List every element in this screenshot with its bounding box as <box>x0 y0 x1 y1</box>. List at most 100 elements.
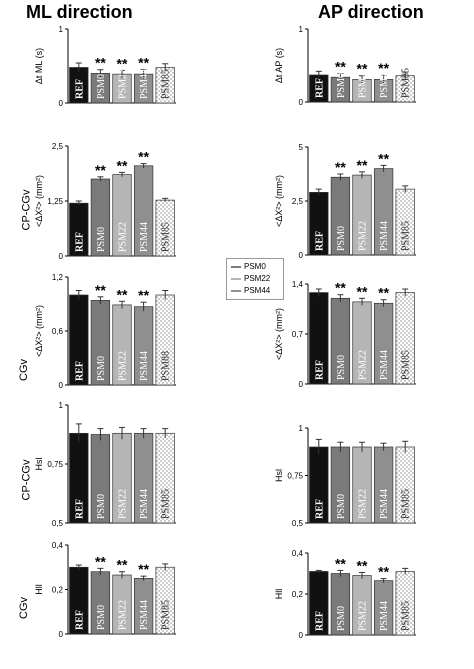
ml-row2-y-label: <ΔX²> (mm²) <box>34 305 44 357</box>
ml-row3-bar-label: PSM22 <box>118 489 129 519</box>
ml-row1-significance-marker: ** <box>138 149 149 165</box>
ml-row2-bar-label: REF <box>74 361 85 381</box>
ap-row0-bar-label: PSM0 <box>336 73 347 98</box>
ml-row2-significance-marker: ** <box>95 282 106 298</box>
ap-row4-bar-label: PSM44 <box>379 601 390 631</box>
ap-row4-significance-marker: ** <box>378 564 389 580</box>
ap-row2-y-label: <ΔX²> (mm²) <box>274 308 284 360</box>
ml-row0-y-tick-label: 0 <box>59 99 64 108</box>
ml-row1-bar-label: PSM0 <box>96 227 107 252</box>
legend-swatch <box>231 277 241 280</box>
ml-row3-y-tick-label: 0,5 <box>52 519 64 528</box>
ap-row1-significance-marker: ** <box>335 159 346 175</box>
ml-row3-bar-label: PSM0 <box>96 494 107 519</box>
ap-row4-y-tick-label: 0,2 <box>292 590 304 599</box>
ml-row2-significance-marker: ** <box>117 286 128 302</box>
ap-row4-bar-label: REF <box>314 611 325 631</box>
ap-direction-title: AP direction <box>318 2 424 22</box>
ap-row1-bar-label: PSM22 <box>358 221 369 251</box>
ml-row4-y-tick-label: 0,4 <box>52 541 64 550</box>
ml-row4-bar-label: PSM0 <box>96 605 107 630</box>
ap-row0-significance-marker: ** <box>378 60 389 76</box>
ml-row3-bar-label: PSM85 <box>161 489 172 519</box>
ml-row0-significance-marker: ** <box>117 55 128 71</box>
ap-row0-bar-label: PSM22 <box>358 68 369 98</box>
ap-row2-significance-marker: ** <box>335 280 346 296</box>
ap-row2-significance-marker: ** <box>378 285 389 301</box>
ap-row2-bar-label: REF <box>314 360 325 380</box>
ap-row0-y-tick-label: 0 <box>299 98 304 107</box>
ml-row0-y-label: Δt ML (s) <box>34 48 44 84</box>
ml-row3-bar-label: REF <box>74 499 85 519</box>
ap-row1-y-tick-label: 2,5 <box>292 197 304 206</box>
ap-row1-bar-label: PSM0 <box>336 226 347 251</box>
legend-item-psm44: PSM44 <box>231 286 270 295</box>
ap-row4-bar-label: PSM85 <box>401 601 412 631</box>
ap-row4-significance-marker: ** <box>335 555 346 571</box>
ml-row4-bar-label: PSM22 <box>118 600 129 630</box>
ml-row1-y-tick-label: 2,5 <box>52 142 64 151</box>
ap-row0-y-tick-label: 1 <box>299 25 304 34</box>
ml-row2-bar-label: PSM44 <box>139 351 150 381</box>
ap-row4-y-tick-label: 0,4 <box>292 549 304 558</box>
ml-row4-bar-label: REF <box>74 610 85 630</box>
ml-row0-bar-label: REF <box>74 79 85 99</box>
ml-row0-bar-label: PSM44 <box>139 69 150 99</box>
ml-row2-significance-marker: ** <box>138 287 149 303</box>
ml-row4-significance-marker: ** <box>95 553 106 569</box>
ap-row4-bar-label: PSM22 <box>358 601 369 631</box>
ml-row1-y-tick-label: 1,25 <box>47 197 63 206</box>
ml-row0-y-tick-label: 1 <box>59 25 64 34</box>
ap-row0-bar-label: PSM85 <box>401 68 412 98</box>
ap-row0-bar-label: REF <box>314 78 325 98</box>
ap-row1-bar-label: PSM44 <box>379 221 390 251</box>
ml-row4-y-label: Hll <box>34 584 44 595</box>
ap-row1-bar-label: REF <box>314 231 325 251</box>
ml-row2-bar-label: PSM22 <box>118 351 129 381</box>
ap-row3-bar-label: PSM85 <box>401 489 412 519</box>
ap-row3-y-tick-label: 0,5 <box>292 519 304 528</box>
legend-item-psm22: PSM22 <box>231 274 270 283</box>
ap-row2-bar-label: PSM0 <box>336 355 347 380</box>
ap-row2-y-tick-label: 1,4 <box>292 280 304 289</box>
ap-row1-significance-marker: ** <box>378 150 389 166</box>
ml-row0-bar-label: PSM22 <box>118 69 129 99</box>
ml-row2-y-tick-label: 0,6 <box>52 327 64 336</box>
ap-row2-y-tick-label: 0,7 <box>292 330 304 339</box>
ml-row2-y-tick-label: 0 <box>59 381 64 390</box>
ml-row4-significance-marker: ** <box>138 561 149 577</box>
ml-row0-significance-marker: ** <box>138 55 149 71</box>
ap-row0-y-label: Δt AP (s) <box>274 48 284 83</box>
ml-row2-bar-label: PSM88 <box>161 351 172 381</box>
ml-row4-y-tick-label: 0 <box>59 630 64 639</box>
ap-row4-significance-marker: ** <box>357 557 368 573</box>
ap-row3-bar-label: PSM0 <box>336 494 347 519</box>
ml-row3-y-label: Hsl <box>34 458 44 471</box>
legend: PSM0 PSM22 PSM44 <box>226 258 284 300</box>
ap-row2-significance-marker: ** <box>357 283 368 299</box>
legend-swatch <box>231 265 241 268</box>
ap-row2-y-tick-label: 0 <box>299 380 304 389</box>
ap-row1-y-tick-label: 0 <box>299 251 304 260</box>
ap-row0-significance-marker: ** <box>357 61 368 77</box>
ap-row2-bar-label: PSM22 <box>358 350 369 380</box>
ap-row3-bar-label: PSM44 <box>379 489 390 519</box>
ml-row1-y-label: <ΔX²> (mm²) <box>34 175 44 227</box>
ml-row2-bar-label: PSM0 <box>96 356 107 381</box>
ap-row3-bar-label: PSM22 <box>358 489 369 519</box>
ap-row0-significance-marker: ** <box>335 59 346 75</box>
ml-row0-bar-label: PSM0 <box>96 74 107 99</box>
ml-row1-significance-marker: ** <box>95 162 106 178</box>
legend-swatch <box>231 289 241 292</box>
ap-row3-bar-label: REF <box>314 499 325 519</box>
ml-row4-bar-label: PSM44 <box>139 600 150 630</box>
ml-row1-bar-label: PSM44 <box>139 222 150 252</box>
ml-row4-bar-label: PSM85 <box>161 600 172 630</box>
ap-row4-y-label: Hll <box>274 589 284 600</box>
ml-row4-significance-marker: ** <box>117 557 128 573</box>
ml-row2-y-tick-label: 1,2 <box>52 273 64 282</box>
ml-row3-y-tick-label: 1 <box>59 401 64 410</box>
ap-row3-y-tick-label: 0,75 <box>287 472 303 481</box>
ap-row1-bar-label: PSM85 <box>401 221 412 251</box>
